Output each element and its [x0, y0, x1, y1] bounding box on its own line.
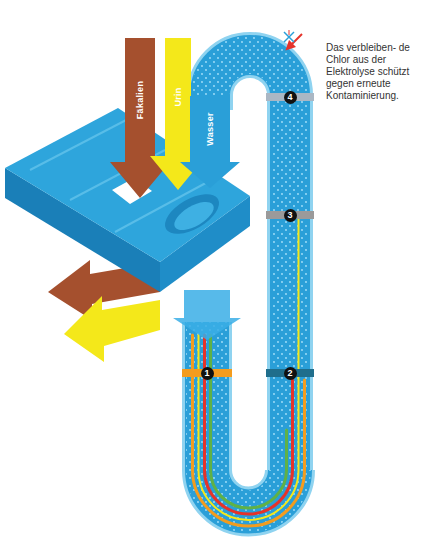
- arrow-body: [180, 96, 240, 188]
- chlorine-spark: [284, 30, 302, 47]
- note-text: Das verbleiben- de Chlor aus der Elektro…: [326, 42, 426, 102]
- water-down-arrow: [173, 290, 241, 340]
- arrow-label: Wasser: [205, 112, 216, 146]
- callout-number: 3: [284, 209, 297, 222]
- arrow-label: Fäkalien: [135, 81, 146, 119]
- callout-number: 4: [284, 91, 297, 104]
- arrow-body: [110, 38, 170, 198]
- urine-out-arrow: [64, 296, 160, 362]
- callout-number: 1: [201, 367, 214, 380]
- flow-arrow: Fäkalien: [110, 38, 170, 198]
- flow-arrow: Wasser: [180, 96, 240, 188]
- pollutant-stripes: [193, 215, 305, 526]
- callout-number: 2: [284, 367, 297, 380]
- arrow-label: Urin: [173, 87, 184, 106]
